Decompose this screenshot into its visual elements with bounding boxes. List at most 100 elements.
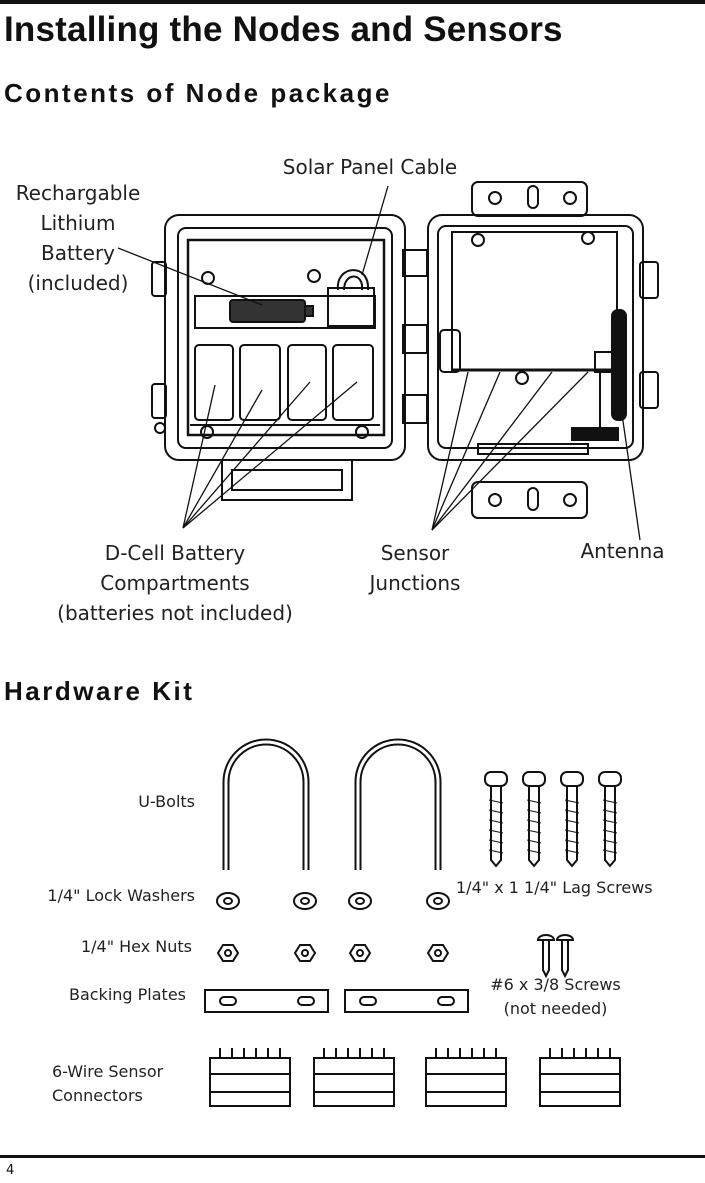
lock-washer xyxy=(426,892,450,910)
mount-hole xyxy=(488,493,502,507)
lock-washer-hole xyxy=(433,897,443,905)
mount-flange-bottom xyxy=(471,481,588,519)
lag-screw xyxy=(598,771,622,868)
base-block xyxy=(221,459,353,501)
dcell-leader xyxy=(182,381,311,529)
mount-slot xyxy=(527,185,539,209)
hex-nut xyxy=(216,944,240,962)
lag-screw xyxy=(560,771,584,868)
sensor-connector xyxy=(539,1048,621,1107)
top-rule xyxy=(0,0,705,4)
bottom-rule xyxy=(0,1155,705,1158)
solar-cable-label: Solar Panel Cable xyxy=(282,155,458,179)
junction-leader xyxy=(431,371,589,531)
lid-tab xyxy=(639,371,659,409)
hex-nut xyxy=(348,944,372,962)
lock-washer xyxy=(348,892,372,910)
mount-hole xyxy=(563,191,577,205)
small-screw xyxy=(536,934,556,979)
dcell-compartment xyxy=(194,344,234,421)
left-tab-upper xyxy=(151,261,167,297)
lock-washer-hole xyxy=(223,897,233,905)
lid-tab xyxy=(639,261,659,299)
junction-leader xyxy=(431,371,469,531)
screw-threads xyxy=(488,799,618,854)
hex-nut-hole xyxy=(434,949,442,957)
board-mount xyxy=(439,329,461,373)
dcell-leader xyxy=(182,389,263,529)
plate-slot xyxy=(437,996,455,1006)
plate-slot xyxy=(297,996,315,1006)
backing-plate xyxy=(204,989,329,1013)
hex-nut-hole xyxy=(301,949,309,957)
mount-flange-top xyxy=(471,181,588,217)
dcell-leader xyxy=(182,381,358,529)
dcell-compartment xyxy=(239,344,281,421)
dcell-compartment xyxy=(287,344,327,421)
hardware-heading: Hardware Kit xyxy=(4,676,195,706)
plate-slot xyxy=(219,996,237,1006)
solar-leader xyxy=(361,185,389,276)
lock-washer xyxy=(216,892,240,910)
dcell-compartment xyxy=(332,344,374,421)
mount-hole xyxy=(488,191,502,205)
lid-rail xyxy=(477,443,589,455)
hex-nut-hole xyxy=(224,949,232,957)
hex-nut xyxy=(426,944,450,962)
small-screw xyxy=(555,934,575,979)
lid-inner xyxy=(437,225,634,449)
junction-leader xyxy=(431,371,501,531)
sensor-connector xyxy=(425,1048,507,1107)
small-screws-label: #6 x 3/8 Screws (not needed) xyxy=(490,975,621,1018)
sensor-junctions-label: Sensor Junctions xyxy=(369,541,461,595)
dcell-label: D-Cell Battery Compartments (batteries n… xyxy=(57,541,293,625)
lock-washer xyxy=(293,892,317,910)
antenna-label: Antenna xyxy=(580,539,665,563)
lock-washer-hole xyxy=(355,897,365,905)
lag-screws-label: 1/4" x 1 1/4" Lag Screws xyxy=(456,878,653,897)
solar-wire-2 xyxy=(343,275,364,291)
sensor-connectors-label: 6-Wire Sensor Connectors xyxy=(52,1062,164,1105)
screw xyxy=(307,269,321,283)
page-number: 4 xyxy=(6,1163,15,1178)
lag-screw xyxy=(522,771,546,868)
screw xyxy=(581,231,595,245)
hex-nuts-label: 1/4" Hex Nuts xyxy=(80,937,192,956)
solar-connector xyxy=(327,287,375,327)
junction-leader xyxy=(431,371,553,531)
contents-heading: Contents of Node package xyxy=(4,78,392,108)
u-bolts-label: U-Bolts xyxy=(138,792,195,811)
antenna-body xyxy=(611,309,627,421)
u-bolt xyxy=(222,738,310,870)
left-housing-inner xyxy=(177,227,393,449)
u-bolt xyxy=(354,738,442,870)
antenna-leader xyxy=(619,399,641,541)
base-slot xyxy=(231,469,343,491)
sensor-connector xyxy=(209,1048,291,1107)
mount-slot xyxy=(527,487,539,511)
battery-tip xyxy=(304,305,314,317)
solar-wire xyxy=(336,269,370,291)
u-bolt-inner xyxy=(224,740,308,870)
antenna-connector xyxy=(571,427,619,441)
battery-leader xyxy=(117,247,263,306)
left-hole xyxy=(154,422,166,434)
lock-washer-hole xyxy=(300,897,310,905)
page-title: Installing the Nodes and Sensors xyxy=(4,10,563,49)
battery-tray xyxy=(186,238,386,437)
plate-slot xyxy=(359,996,377,1006)
hex-nut xyxy=(293,944,317,962)
backing-plates-label: Backing Plates xyxy=(68,985,186,1004)
lag-screw xyxy=(484,771,508,868)
screw xyxy=(471,233,485,247)
hex-nut-hole xyxy=(356,949,364,957)
sensor-connector xyxy=(313,1048,395,1107)
dcell-leader xyxy=(182,384,216,529)
mount-hole xyxy=(563,493,577,507)
u-bolt-inner xyxy=(356,740,440,870)
backing-plate xyxy=(344,989,469,1013)
lock-washers-label: 1/4" Lock Washers xyxy=(47,886,195,905)
screw xyxy=(515,371,529,385)
battery-label: Rechargable Lithium Battery (included) xyxy=(15,181,141,295)
